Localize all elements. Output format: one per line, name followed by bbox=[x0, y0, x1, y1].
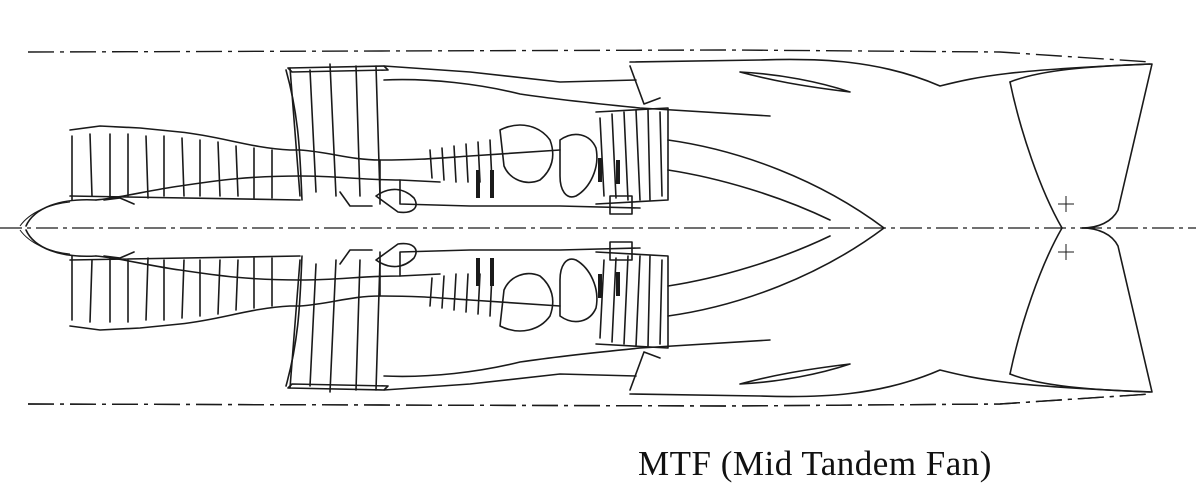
upper-half bbox=[19, 49, 1153, 229]
diagram-caption: MTF (Mid Tandem Fan) bbox=[638, 444, 992, 483]
lower-half bbox=[19, 227, 1153, 407]
